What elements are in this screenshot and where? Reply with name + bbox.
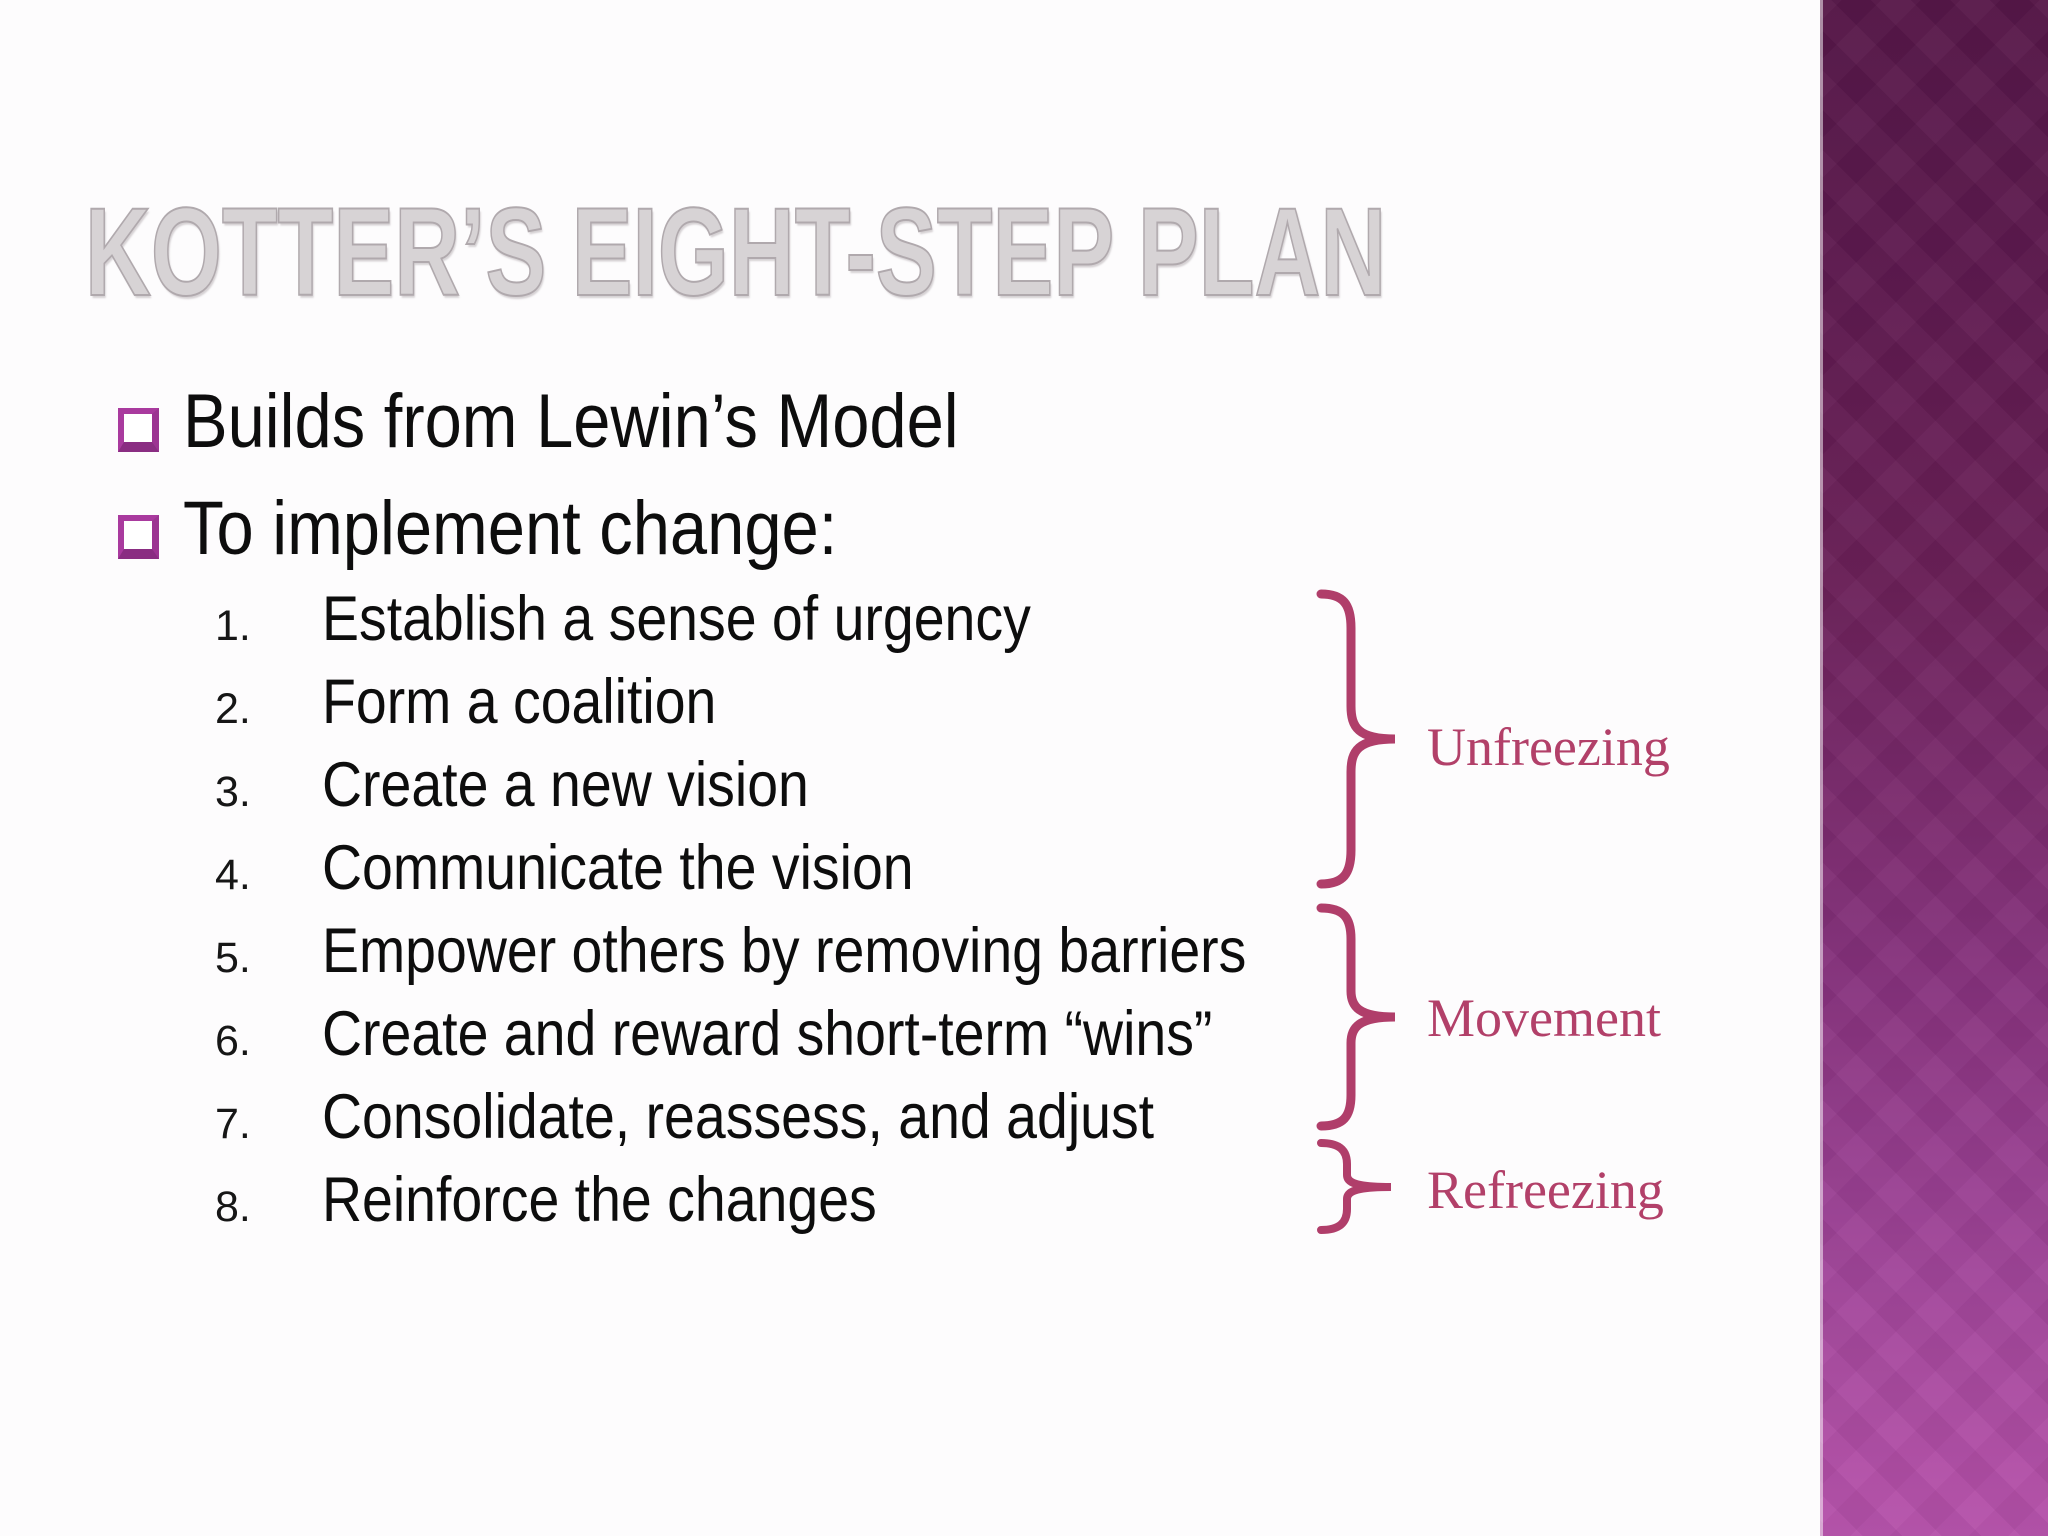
- list-item: 3. Create a new vision: [215, 744, 1372, 827]
- step-number: 7.: [215, 1100, 251, 1148]
- list-item: 6. Create and reward short-term “wins”: [215, 993, 1372, 1076]
- list-item: 5. Empower others by removing barriers: [215, 910, 1372, 993]
- brace-unfreezing-icon: [1313, 588, 1413, 890]
- bullet-item: To implement change:: [118, 489, 927, 569]
- step-number: 8.: [215, 1183, 251, 1231]
- brace-movement-icon: [1313, 902, 1413, 1132]
- step-text: Establish a sense of urgency: [322, 584, 1031, 654]
- step-text: Create and reward short-term “wins”: [322, 999, 1213, 1069]
- decorative-gradient-sidebar: [1820, 0, 2048, 1536]
- step-text: Communicate the vision: [322, 833, 914, 903]
- bullet-text: To implement change:: [183, 486, 838, 571]
- bullet-text: Builds from Lewin’s Model: [183, 379, 959, 464]
- phase-label-refreezing: Refreezing: [1427, 1160, 1664, 1220]
- phase-label-unfreezing: Unfreezing: [1427, 717, 1670, 777]
- slide-title: KOTTER’S EIGHT-STEP PLAN: [84, 183, 1387, 322]
- step-number: 6.: [215, 1017, 251, 1065]
- brace-refreezing-icon: [1313, 1138, 1405, 1235]
- step-number: 2.: [215, 685, 251, 733]
- step-text: Reinforce the changes: [322, 1165, 877, 1235]
- step-number: 3.: [215, 768, 251, 816]
- list-item: 2. Form a coalition: [215, 661, 1372, 744]
- step-number: 4.: [215, 851, 251, 899]
- list-item: 7. Consolidate, reassess, and adjust: [215, 1076, 1372, 1159]
- numbered-step-list: 1. Establish a sense of urgency 2. Form a …: [215, 578, 1372, 1242]
- square-bullet-icon: [118, 408, 159, 452]
- step-text: Form a coalition: [322, 667, 717, 737]
- bullet-item: Builds from Lewin’s Model: [118, 382, 1064, 462]
- step-text: Create a new vision: [322, 750, 809, 820]
- step-number: 5.: [215, 934, 251, 982]
- square-bullet-icon: [118, 515, 159, 559]
- list-item: 8. Reinforce the changes: [215, 1159, 1372, 1242]
- step-number: 1.: [215, 602, 251, 650]
- list-item: 1. Establish a sense of urgency: [215, 578, 1372, 661]
- step-text: Empower others by removing barriers: [322, 916, 1247, 986]
- list-item: 4. Communicate the vision: [215, 827, 1372, 910]
- step-text: Consolidate, reassess, and adjust: [322, 1082, 1155, 1152]
- phase-label-movement: Movement: [1427, 988, 1661, 1048]
